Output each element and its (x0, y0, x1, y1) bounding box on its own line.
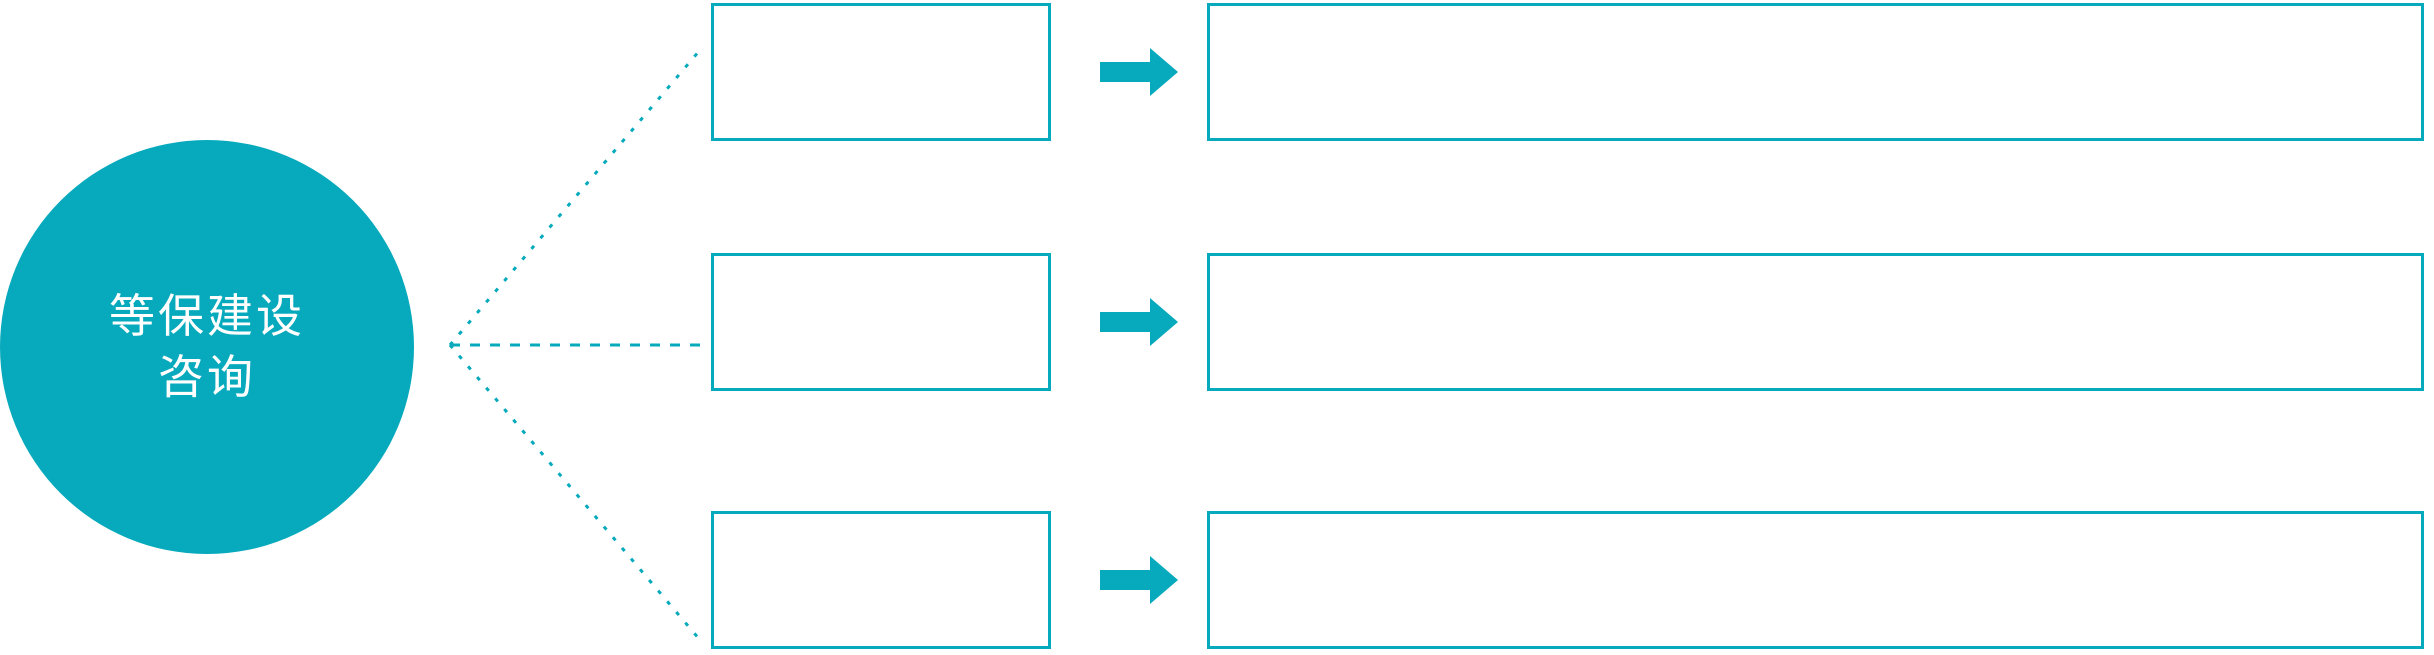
stage-box-large-3[interactable] (1207, 511, 2424, 649)
right-block-arrow-icon-1 (1100, 48, 1178, 96)
stage-box-large-1[interactable] (1207, 3, 2424, 141)
stage-box-small-3[interactable] (711, 511, 1051, 649)
right-block-arrow-icon-3 (1100, 556, 1178, 604)
right-block-arrow-icon-2 (1100, 298, 1178, 346)
hub-title-line-1: 等保建设 (109, 290, 305, 343)
stage-box-large-2[interactable] (1207, 253, 2424, 391)
branch-row-3 (0, 511, 2434, 649)
branch-row-1 (0, 3, 2434, 141)
stage-box-small-1[interactable] (711, 3, 1051, 141)
hub-circle[interactable]: 等保建设 咨询 (0, 140, 414, 554)
hub-title-line-2: 咨询 (158, 351, 256, 403)
branch-row-2 (0, 253, 2434, 391)
stage-box-small-2[interactable] (711, 253, 1051, 391)
